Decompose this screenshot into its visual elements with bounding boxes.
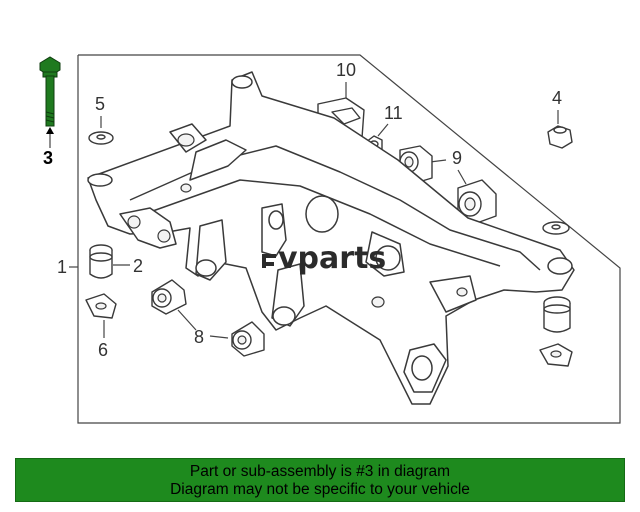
- leader-line-9b: [457, 169, 467, 185]
- bushing-part-8-lower[interactable]: [231, 321, 265, 357]
- bushing-part-9-lower[interactable]: [457, 179, 497, 225]
- leader-line-8b: [209, 335, 229, 339]
- bushing-part-8-upper[interactable]: [151, 279, 187, 315]
- callout-8[interactable]: 8: [194, 327, 204, 347]
- callout-10[interactable]: 10: [336, 60, 356, 80]
- bolt-part-3[interactable]: [39, 56, 61, 127]
- callout-2[interactable]: 2: [133, 256, 143, 276]
- subframe-part-1[interactable]: [87, 71, 575, 405]
- bushing-right[interactable]: [543, 296, 571, 333]
- callout-4[interactable]: 4: [552, 88, 562, 108]
- callout-6[interactable]: 6: [98, 340, 108, 360]
- leader-line-8a: [177, 309, 197, 331]
- leader-line-11: [377, 123, 389, 137]
- callout-1[interactable]: 1: [57, 257, 67, 277]
- plate-right[interactable]: [539, 343, 573, 367]
- bushing-part-2[interactable]: [89, 244, 113, 279]
- banner-line-2: Diagram may not be specific to your vehi…: [170, 481, 470, 498]
- washer-hole: [96, 134, 106, 140]
- washer-right-hole: [551, 224, 561, 230]
- callout-11[interactable]: 11: [384, 103, 403, 123]
- info-banner: Part or sub-assembly is #3 in diagram Di…: [15, 458, 625, 502]
- callout-9[interactable]: 9: [452, 148, 462, 168]
- watermark-text: vparts: [278, 241, 386, 276]
- plate-part-6[interactable]: [85, 293, 117, 319]
- assembly-outline: [77, 54, 621, 424]
- callout-3[interactable]: 3: [43, 148, 53, 168]
- nut-part-4[interactable]: [547, 125, 573, 149]
- banner-line-1: Part or sub-assembly is #3 in diagram: [189, 463, 451, 480]
- watermark-logo: vparts: [262, 241, 386, 276]
- arrow-3: [46, 127, 54, 134]
- parts-diagram: 3 5 10 11 4 9 7: [39, 54, 621, 424]
- callout-5[interactable]: 5: [95, 94, 105, 114]
